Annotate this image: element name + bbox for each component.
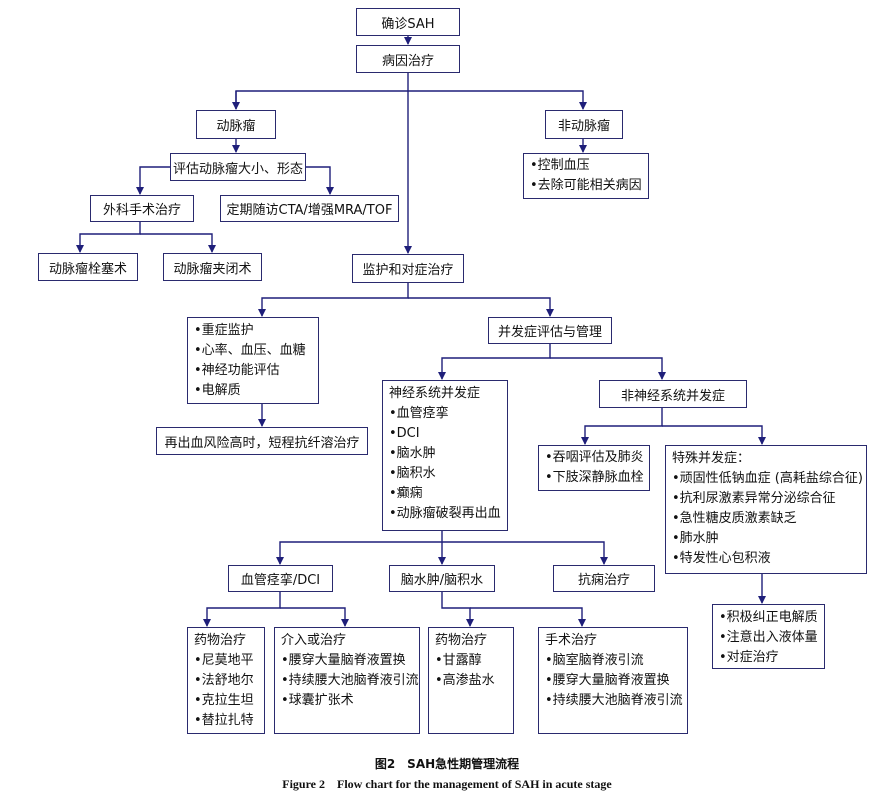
special-complications-node: 特殊并发症： •顽固性低钠血症 (高耗盐综合征) •抗利尿激素异常分泌综合征 •… bbox=[665, 445, 867, 574]
list-item: •下肢深静脉血栓 bbox=[545, 470, 644, 485]
clipping-node: 动脉瘤夹闭术 bbox=[163, 253, 262, 281]
list-item: •尼莫地平 bbox=[194, 653, 254, 668]
non-aneurysm-node: 非动脉瘤 bbox=[545, 110, 623, 139]
icu-monitoring-node: •重症监护 •心率、血压、血糖 •神经功能评估 •电解质 bbox=[187, 317, 319, 404]
list-item: •注意出入液体量 bbox=[719, 630, 818, 645]
node-title: 介入或治疗 bbox=[281, 633, 347, 648]
surgical-treatment-node: 外科手术治疗 bbox=[90, 195, 194, 222]
followup-imaging-node: 定期随访CTA/增强MRA/TOF bbox=[220, 195, 399, 222]
list-item: •球囊扩张术 bbox=[281, 693, 354, 708]
list-item: •电解质 bbox=[194, 383, 241, 398]
list-item: •法舒地尔 bbox=[194, 673, 254, 688]
vasospasm-dci-node: 血管痉挛/DCI bbox=[228, 565, 333, 592]
etiology-treatment-node: 病因治疗 bbox=[356, 45, 460, 73]
confirm-sah-node: 确诊SAH bbox=[356, 8, 460, 36]
list-item: •克拉生坦 bbox=[194, 693, 254, 708]
list-item: •神经功能评估 bbox=[194, 363, 280, 378]
monitor-treatment-node: 监护和对症治疗 bbox=[352, 254, 464, 283]
drug-treatment-edema-node: 药物治疗 •甘露醇 •高渗盐水 bbox=[428, 627, 514, 734]
antiepileptic-node: 抗痫治疗 bbox=[553, 565, 655, 592]
list-item: •心率、血压、血糖 bbox=[194, 343, 306, 358]
list-item: •持续腰大池脑脊液引流 bbox=[281, 673, 419, 688]
node-title: 神经系统并发症 bbox=[389, 386, 481, 401]
list-item: •脑积水 bbox=[389, 466, 436, 481]
list-item: •腰穿大量脑脊液置换 bbox=[281, 653, 406, 668]
list-item: •控制血压 bbox=[530, 158, 590, 173]
list-item: •脑室脑脊液引流 bbox=[545, 653, 644, 668]
list-item: •高渗盐水 bbox=[435, 673, 495, 688]
neuro-complications-node: 神经系统并发症 •血管痉挛 •DCI •脑水肿 •脑积水 •癫痫 •动脉瘤破裂再… bbox=[382, 380, 508, 531]
non-neuro-complications-node: 非神经系统并发症 bbox=[599, 380, 747, 408]
assess-aneurysm-node: 评估动脉瘤大小、形态 bbox=[170, 153, 306, 181]
surgical-treatment-edema-node: 手术治疗 •脑室脑脊液引流 •腰穿大量脑脊液置换 •持续腰大池脑脊液引流 bbox=[538, 627, 688, 734]
list-item: •急性糖皮质激素缺乏 bbox=[672, 511, 797, 526]
list-item: •吞咽评估及肺炎 bbox=[545, 450, 644, 465]
list-item: •血管痉挛 bbox=[389, 406, 449, 421]
list-item: •持续腰大池脑脊液引流 bbox=[545, 693, 683, 708]
list-item: •替拉扎特 bbox=[194, 713, 254, 728]
figure-caption-chinese: 图2 SAH急性期管理流程 bbox=[374, 757, 520, 771]
list-item: •动脉瘤破裂再出血 bbox=[389, 506, 501, 521]
rebleed-antifibrinolytic-node: 再出血风险高时，短程抗纤溶治疗 bbox=[156, 427, 368, 455]
list-item: •重症监护 bbox=[194, 323, 254, 338]
edema-hydrocephalus-node: 脑水肿/脑积水 bbox=[389, 565, 495, 592]
list-item: •肺水肿 bbox=[672, 531, 719, 546]
figure-caption-english: Figure 2 Flow chart for the management o… bbox=[282, 777, 612, 791]
interventional-treatment-node: 介入或治疗 •腰穿大量脑脊液置换 •持续腰大池脑脊液引流 •球囊扩张术 bbox=[274, 627, 420, 734]
node-title: 药物治疗 bbox=[194, 633, 247, 648]
list-item: •去除可能相关病因 bbox=[530, 178, 642, 193]
drug-treatment-vaso-node: 药物治疗 •尼莫地平 •法舒地尔 •克拉生坦 •替拉扎特 bbox=[187, 627, 265, 734]
list-item: •积极纠正电解质 bbox=[719, 610, 818, 625]
node-title: 手术治疗 bbox=[545, 633, 598, 648]
node-title: 药物治疗 bbox=[435, 633, 488, 648]
list-item: •顽固性低钠血症 (高耗盐综合征) bbox=[672, 471, 863, 486]
swallow-dvt-node: •吞咽评估及肺炎 •下肢深静脉血栓 bbox=[538, 445, 650, 491]
list-item: •脑水肿 bbox=[389, 446, 436, 461]
electrolyte-correction-node: •积极纠正电解质 •注意出入液体量 •对症治疗 bbox=[712, 604, 825, 669]
list-item: •癫痫 bbox=[389, 486, 423, 501]
list-item: •抗利尿激素异常分泌综合征 bbox=[672, 491, 836, 506]
list-item: •对症治疗 bbox=[719, 650, 779, 665]
list-item: •DCI bbox=[389, 426, 420, 441]
aneurysm-node: 动脉瘤 bbox=[196, 110, 276, 139]
embolization-node: 动脉瘤栓塞术 bbox=[38, 253, 138, 281]
non-aneurysm-actions-node: •控制血压 •去除可能相关病因 bbox=[523, 153, 649, 199]
list-item: •特发性心包积液 bbox=[672, 551, 771, 566]
list-item: •甘露醇 bbox=[435, 653, 482, 668]
node-title: 特殊并发症： bbox=[672, 451, 751, 466]
list-item: •腰穿大量脑脊液置换 bbox=[545, 673, 670, 688]
complication-management-node: 并发症评估与管理 bbox=[488, 317, 612, 344]
